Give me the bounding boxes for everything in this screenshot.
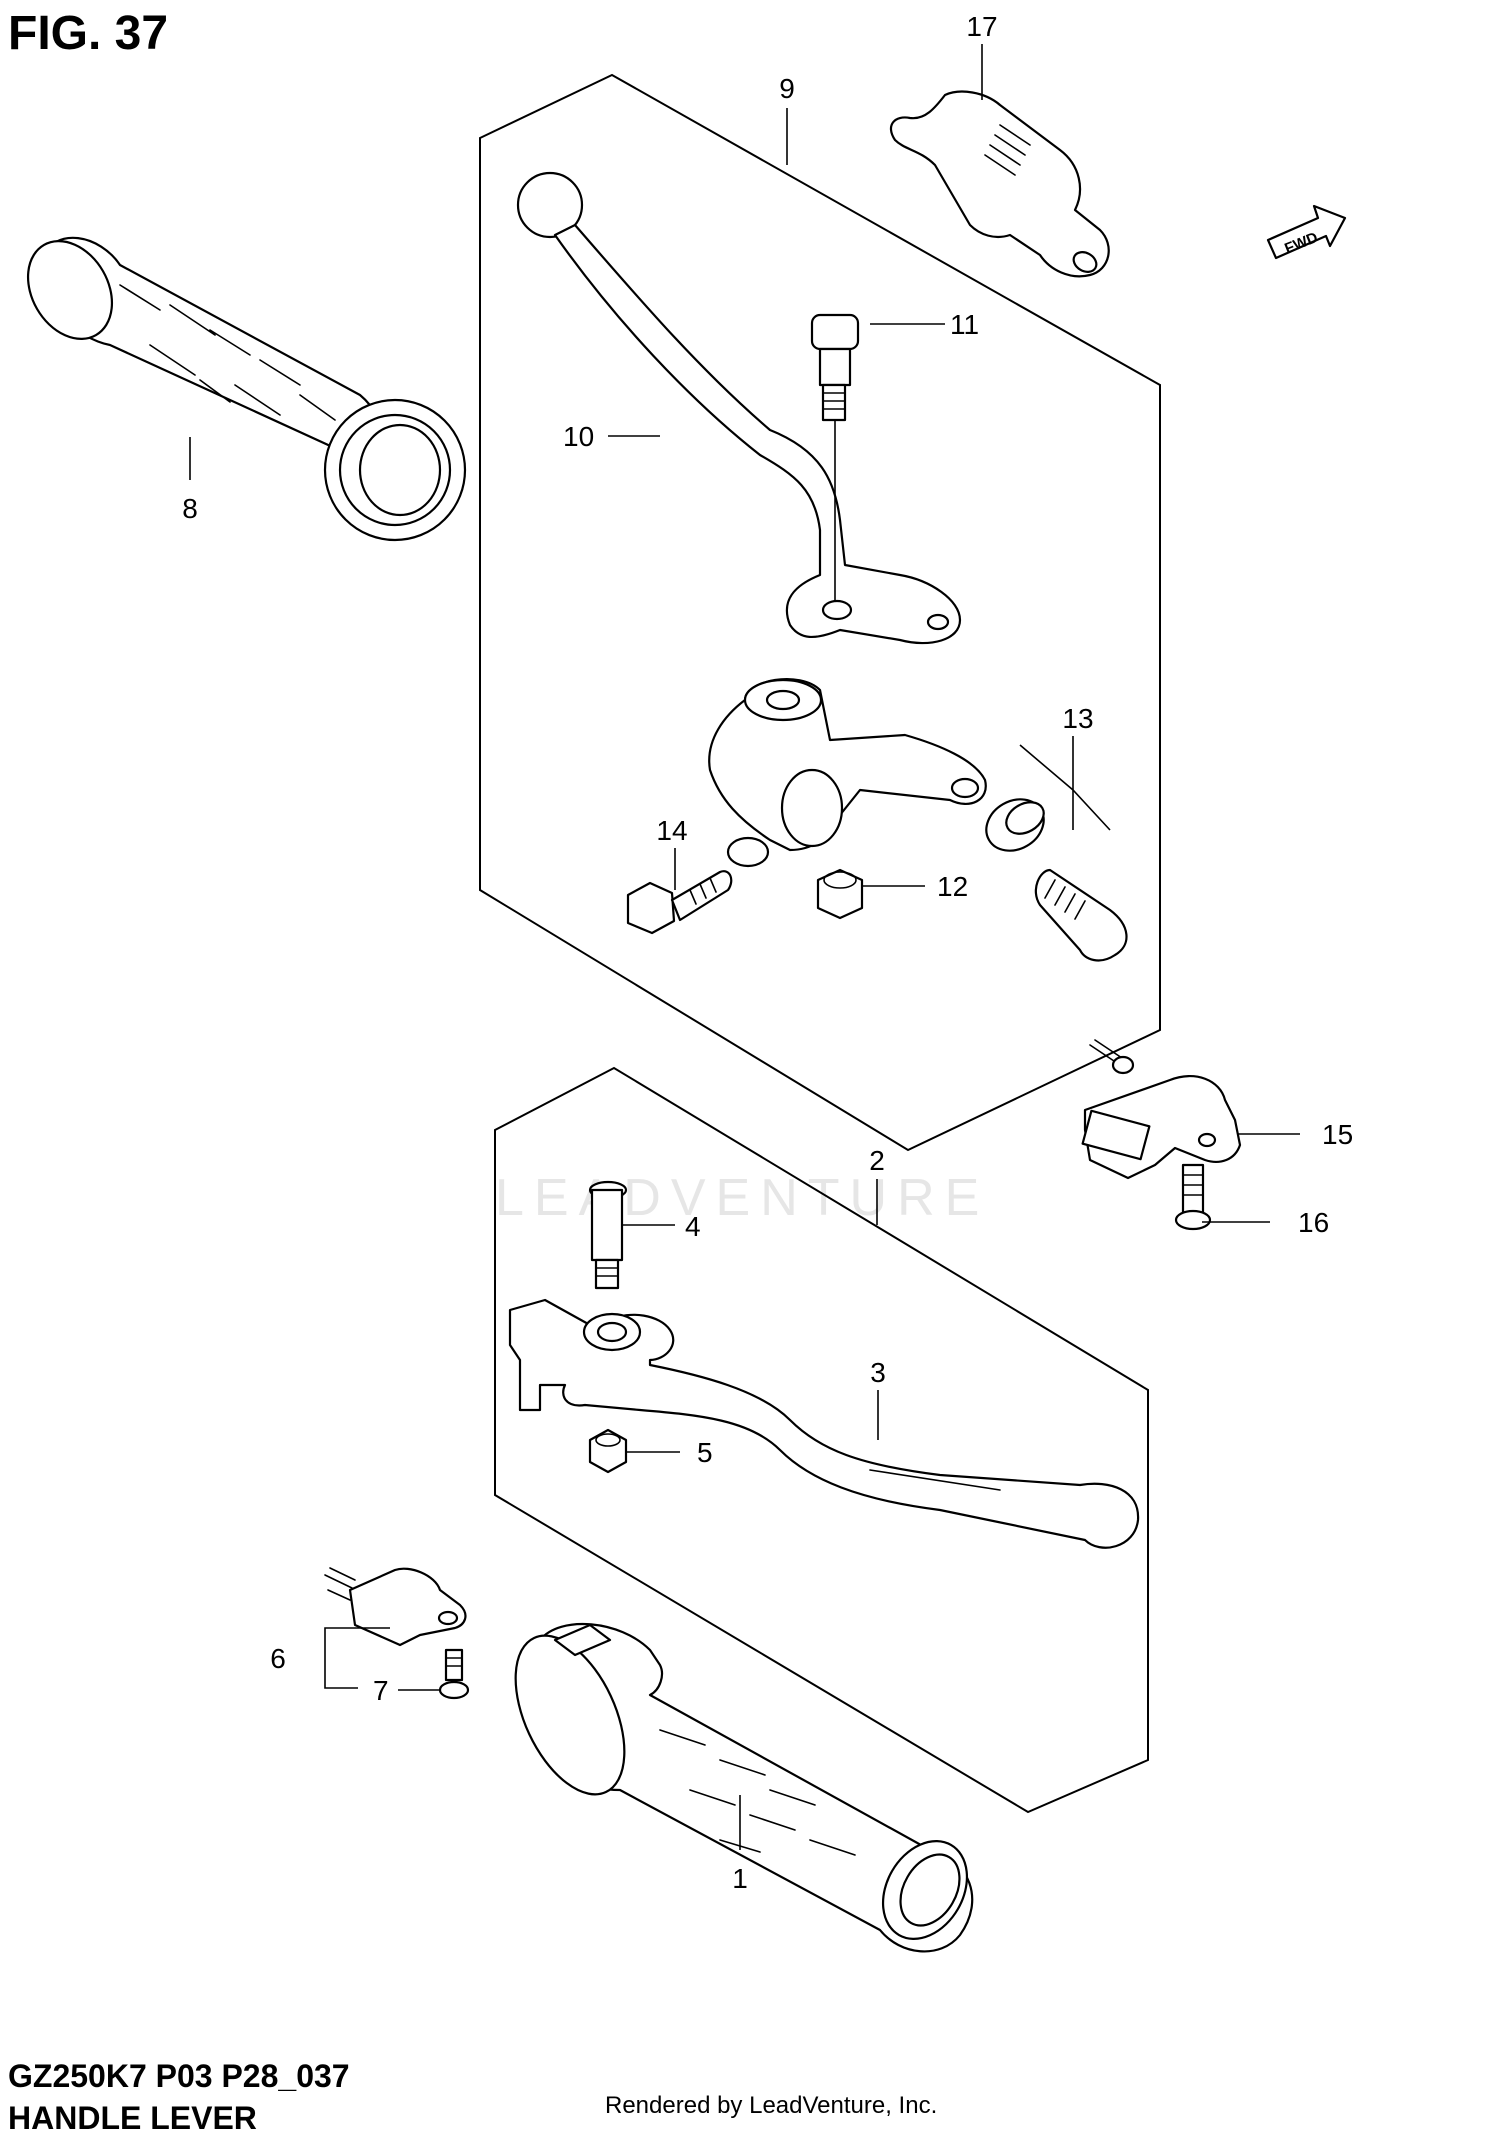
clutch-switch-part [1081, 1039, 1242, 1180]
leader-lines [189, 44, 1300, 1850]
brake-nut-part [588, 1428, 628, 1474]
callout-4: 4 [685, 1211, 701, 1242]
callout-7: 7 [373, 1675, 389, 1706]
callout-1: 1 [732, 1863, 748, 1894]
callout-2: 2 [869, 1145, 885, 1176]
switch-screw-lower-part [438, 1648, 470, 1700]
brake-lever-part [508, 1298, 1140, 1549]
pivot-bolt-part [810, 313, 860, 422]
callout-10: 10 [563, 421, 594, 452]
locknut-part [816, 868, 864, 920]
callout-14: 14 [656, 815, 687, 846]
callout-11: 11 [950, 309, 979, 340]
upper-assembly-frame [479, 73, 1161, 1152]
brake-pivot-bolt-part [588, 1180, 628, 1290]
brake-switch-part [324, 1567, 467, 1647]
callout-17: 17 [966, 11, 997, 42]
watermark: LEADVENTURE [495, 1169, 990, 1227]
figure-title: FIG. 37 [8, 7, 169, 60]
bracket-bolt-part [626, 870, 733, 935]
callout-5: 5 [697, 1437, 713, 1468]
render-credit: Rendered by LeadVenture, Inc. [605, 2092, 938, 2119]
fwd-arrow-icon: FWD [1266, 204, 1347, 260]
diagram-code: GZ250K7 P03 P28_037 [8, 2058, 350, 2094]
callout-13: 13 [1062, 703, 1093, 734]
clutch-lever-part [516, 171, 962, 645]
throttle-grip-part [514, 1622, 974, 1953]
cable-switch-part [889, 90, 1110, 278]
switch-screw-part [1174, 1163, 1212, 1231]
callout-6: 6 [270, 1643, 286, 1674]
lever-bracket-part [708, 678, 987, 868]
adjuster-part [985, 798, 1128, 962]
callout-16: 16 [1298, 1207, 1329, 1238]
callout-9: 9 [779, 73, 795, 104]
diagram-subtitle: HANDLE LEVER [8, 2100, 257, 2131]
callout-labels: 17 9 11 10 8 13 14 12 15 2 16 4 3 5 6 7 … [182, 11, 1353, 1894]
left-grip-part [26, 236, 467, 542]
callout-3: 3 [870, 1357, 886, 1388]
callout-12: 12 [937, 871, 968, 902]
lower-assembly-frame [494, 1066, 1149, 1814]
callout-15: 15 [1322, 1119, 1353, 1150]
callout-8: 8 [182, 493, 198, 524]
